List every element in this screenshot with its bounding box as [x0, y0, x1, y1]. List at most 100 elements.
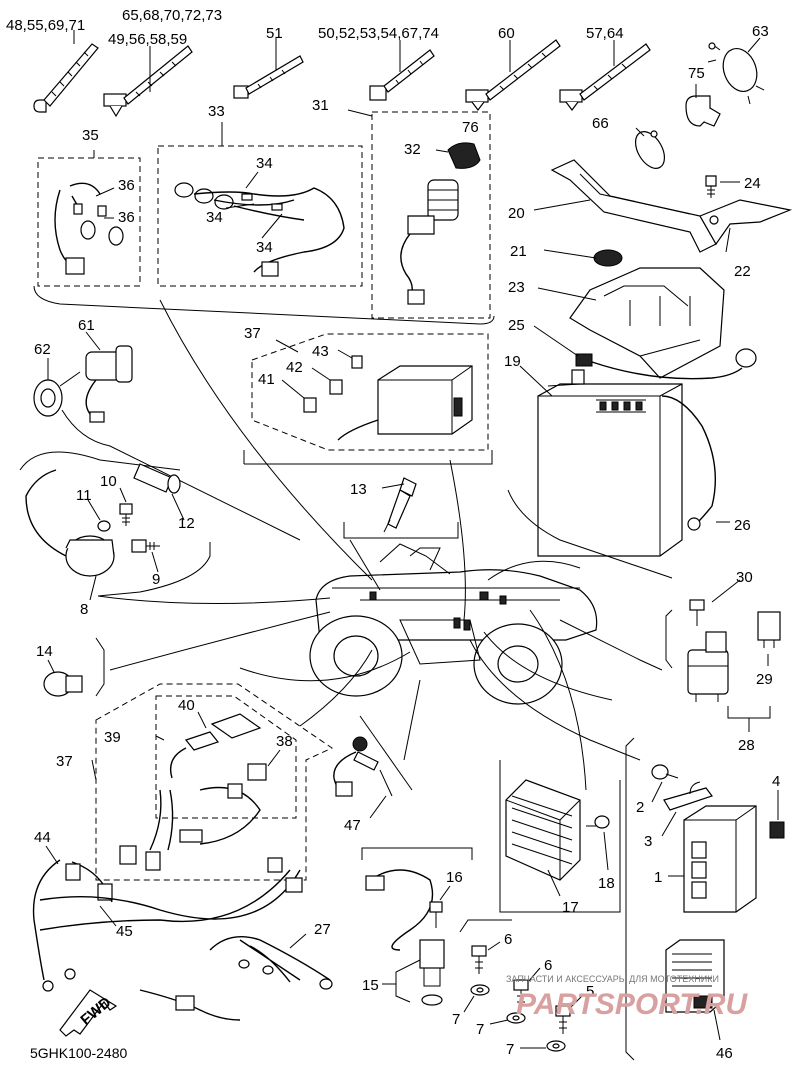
callout-45: 45 — [116, 923, 133, 940]
callout-24: 24 — [744, 175, 761, 192]
fuse-box-37 — [337, 365, 473, 441]
battery-19 — [537, 369, 716, 557]
callout-4: 4 — [772, 773, 780, 790]
callout-5: 5 — [586, 983, 594, 1000]
wire-lead-27 — [139, 936, 333, 1021]
callout-6b: 6 — [544, 957, 552, 974]
relay-40 — [169, 713, 262, 779]
callout-29: 29 — [756, 671, 773, 688]
callout-63: 63 — [752, 23, 769, 40]
bolt-18 — [586, 815, 610, 829]
holder-62 — [33, 371, 81, 417]
callout-46: 46 — [716, 1045, 733, 1062]
thermo-unit-61 — [85, 345, 133, 423]
cable-tie-48 — [33, 43, 99, 113]
callout-30: 30 — [736, 569, 753, 586]
callout-11: 11 — [76, 487, 92, 504]
callout-37b: 37 — [56, 753, 73, 770]
callout-27: 27 — [314, 921, 331, 938]
callout-50: 50,52,53,54,67,74 — [318, 25, 439, 42]
callout-7a: 7 — [452, 1011, 460, 1028]
callout-34a: 34 — [256, 155, 273, 172]
wire-harness-37 — [119, 783, 261, 871]
callout-61: 61 — [78, 317, 95, 334]
band-66 — [634, 130, 666, 169]
callout-34b: 34 — [206, 209, 223, 226]
fuse-41 — [303, 397, 317, 413]
cable-clamp-57 — [559, 43, 651, 111]
clamp-75 — [685, 95, 721, 127]
cable-clamp-49 — [103, 45, 193, 118]
callout-10: 10 — [100, 473, 117, 490]
callout-7c: 7 — [506, 1041, 514, 1058]
battery-cable-25 — [575, 348, 757, 380]
callout-57: 57,64 — [586, 25, 624, 42]
callout-75: 75 — [688, 65, 705, 82]
fuse-42 — [329, 379, 343, 395]
callout-32: 32 — [404, 141, 421, 158]
callout-25: 25 — [508, 317, 525, 334]
connector-4 — [769, 821, 785, 839]
callout-39: 39 — [104, 729, 121, 746]
callout-8: 8 — [80, 601, 88, 618]
rectifier-17 — [505, 779, 581, 881]
ignition-coil-8 — [25, 469, 115, 577]
callout-28: 28 — [738, 737, 755, 754]
callout-47: 47 — [344, 817, 361, 834]
spark-plug-13 — [383, 477, 417, 533]
bolt-9 — [131, 539, 160, 553]
bolt-24 — [705, 175, 717, 198]
callout-31: 31 — [312, 97, 329, 114]
cable-tie-50 — [369, 49, 435, 101]
starter-relay-28 — [687, 631, 729, 702]
washer-7b — [506, 1012, 526, 1024]
callout-41: 41 — [258, 371, 275, 388]
callout-36b: 36 — [118, 209, 135, 226]
callout-14: 14 — [36, 643, 53, 660]
main-switch-31 — [400, 142, 481, 305]
cable-clamp-60 — [465, 39, 561, 111]
callout-40: 40 — [178, 697, 195, 714]
callout-51: 51 — [266, 25, 283, 42]
callout-1: 1 — [654, 869, 662, 886]
callout-18: 18 — [598, 875, 615, 892]
callout-2: 2 — [636, 799, 644, 816]
battery-case-23 — [569, 267, 725, 379]
diagram-code: 5GHK100-2480 — [30, 1045, 128, 1061]
washer-11 — [97, 520, 111, 532]
callout-20: 20 — [508, 205, 525, 222]
plug-cap-12 — [133, 463, 181, 494]
wire-harness-35 — [54, 182, 124, 275]
watermark-brand: PARTSPORT.RU — [516, 988, 748, 1021]
callout-22: 22 — [734, 263, 751, 280]
bolt-16 — [429, 901, 443, 928]
callout-3: 3 — [644, 833, 652, 850]
callout-15: 15 — [362, 977, 379, 994]
callout-34c: 34 — [256, 239, 273, 256]
callout-36a: 36 — [118, 177, 135, 194]
callout-60: 60 — [498, 25, 515, 42]
callout-21: 21 — [510, 243, 527, 260]
fwd-arrow — [59, 989, 118, 1037]
callout-23: 23 — [508, 279, 525, 296]
callout-6a: 6 — [504, 931, 512, 948]
callout-66: 66 — [592, 115, 609, 132]
callout-38: 38 — [276, 733, 293, 750]
battery-band-20 — [550, 159, 717, 253]
sensor-14 — [43, 671, 83, 697]
callout-7b: 7 — [476, 1021, 484, 1038]
callout-13: 13 — [350, 481, 367, 498]
negative-lead-26 — [687, 517, 701, 531]
callout-43: 43 — [312, 343, 329, 360]
bolt-10 — [119, 503, 133, 526]
washer-7a — [470, 984, 490, 996]
bolt-2 — [651, 764, 679, 780]
callout-35: 35 — [82, 127, 99, 144]
grommet-63 — [707, 42, 765, 105]
atv-vehicle — [309, 543, 598, 705]
bolt-6a — [471, 945, 487, 974]
wire-harness-33 — [174, 182, 345, 277]
callout-49: 49,56,58,59 — [108, 31, 187, 48]
callout-16: 16 — [446, 869, 463, 886]
